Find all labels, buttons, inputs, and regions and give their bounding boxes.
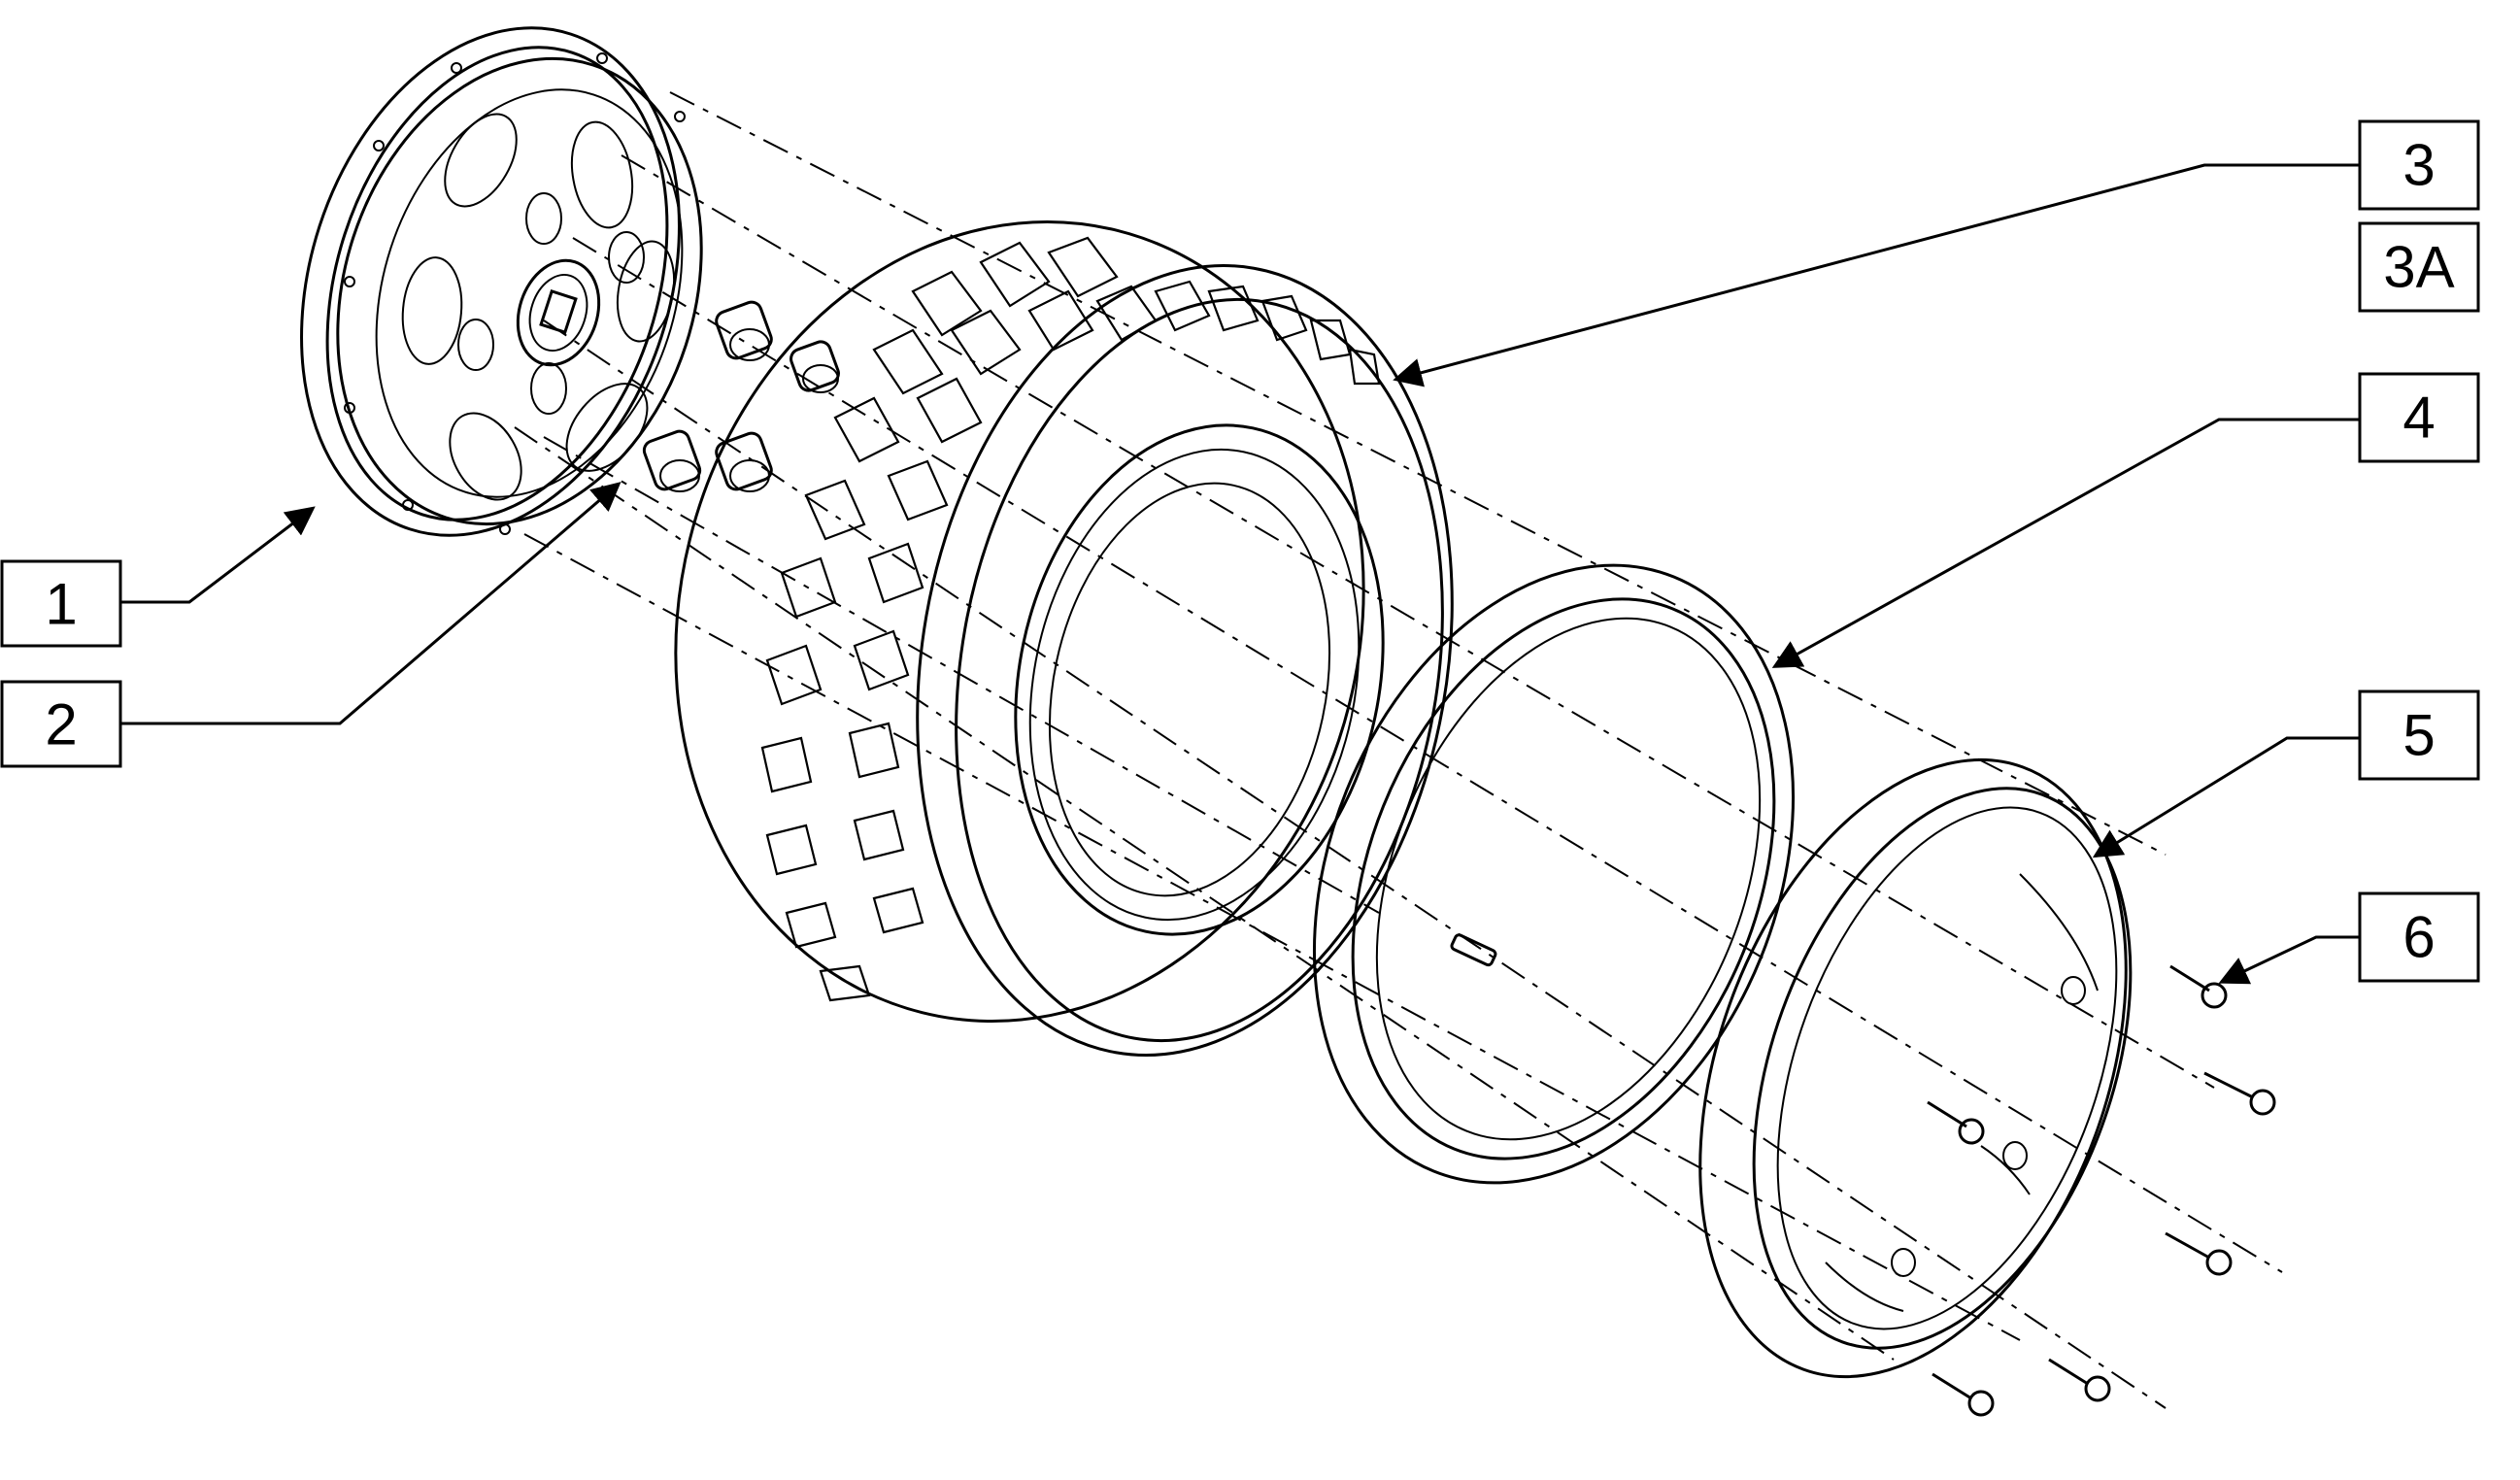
callout-6: 6 [2358, 891, 2480, 983]
bolt [2048, 1358, 2111, 1402]
lug-nut [715, 431, 773, 492]
bolt [2165, 1231, 2233, 1276]
leader-lines [120, 163, 2360, 985]
lug-nut [790, 340, 840, 393]
callout-5: 5 [2358, 690, 2480, 781]
callout-3: 3 [2358, 119, 2480, 211]
callout-3a: 3A [2358, 221, 2480, 313]
inner-tube [1313, 563, 1795, 1185]
callout-label: 4 [2402, 386, 2435, 451]
lug-nut [642, 429, 702, 492]
tire-tread [760, 236, 1381, 1002]
hub [300, 26, 703, 537]
bolt [1927, 1100, 1985, 1145]
callout-4: 4 [2358, 372, 2480, 463]
callout-1: 1 [0, 559, 122, 648]
bolt [2169, 964, 2228, 1009]
bolt [2203, 1071, 2276, 1116]
bolt [1932, 1372, 1995, 1417]
bolts [1927, 964, 2276, 1417]
valve-stem [1450, 933, 1497, 967]
callout-label: 5 [2402, 703, 2435, 768]
callout-label: 3A [2383, 235, 2454, 300]
callout-label: 6 [2402, 905, 2435, 970]
lug-nut [715, 300, 773, 361]
callout-label: 2 [45, 692, 77, 757]
callout-label: 1 [45, 572, 77, 637]
lug-nuts [642, 300, 840, 492]
callout-label: 3 [2402, 133, 2435, 198]
assembly-axis-lines [514, 91, 2283, 1409]
callout-2: 2 [0, 680, 122, 768]
rim-half [1698, 757, 2133, 1379]
tire [674, 220, 1454, 1057]
